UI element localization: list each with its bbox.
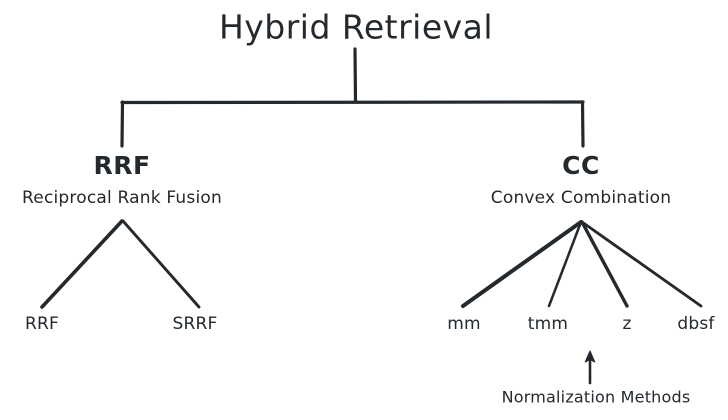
root-node-title: Hybrid Retrieval xyxy=(218,7,494,47)
edge-bracket-drop-left xyxy=(120,100,125,148)
branch-sublabel-rrf: Reciprocal Rank Fusion xyxy=(22,188,222,209)
annotation-normalization-methods: Normalization Methods xyxy=(501,387,691,407)
edge-root-stem xyxy=(353,47,358,104)
edge-rrf-to-rrf-leaf xyxy=(40,219,124,309)
leaf-node-mm: mm xyxy=(447,314,481,335)
leaf-node-srrf: SRRF xyxy=(172,314,218,335)
branch-sublabel-cc: Convex Combination xyxy=(490,188,672,209)
leaf-node-tmm: tmm xyxy=(527,314,569,335)
edge-cc-to-mm-leaf xyxy=(461,220,583,308)
edge-cc-to-dbsf-leaf xyxy=(580,220,703,308)
edge-cc-to-z-leaf xyxy=(580,220,629,308)
edge-bracket-bar xyxy=(120,100,585,105)
leaf-node-z: z xyxy=(622,314,632,335)
edge-bracket-drop-right xyxy=(580,100,585,148)
edge-cc-to-tmm-leaf xyxy=(547,220,583,308)
branch-label-rrf: RRF xyxy=(93,150,151,180)
up-arrow-icon xyxy=(584,350,596,385)
edge-rrf-to-srrf-leaf xyxy=(121,219,201,309)
branch-label-cc: CC xyxy=(562,150,600,180)
leaf-node-dbsf: dbsf xyxy=(677,314,715,335)
leaf-node-rrf: RRF xyxy=(24,314,60,335)
